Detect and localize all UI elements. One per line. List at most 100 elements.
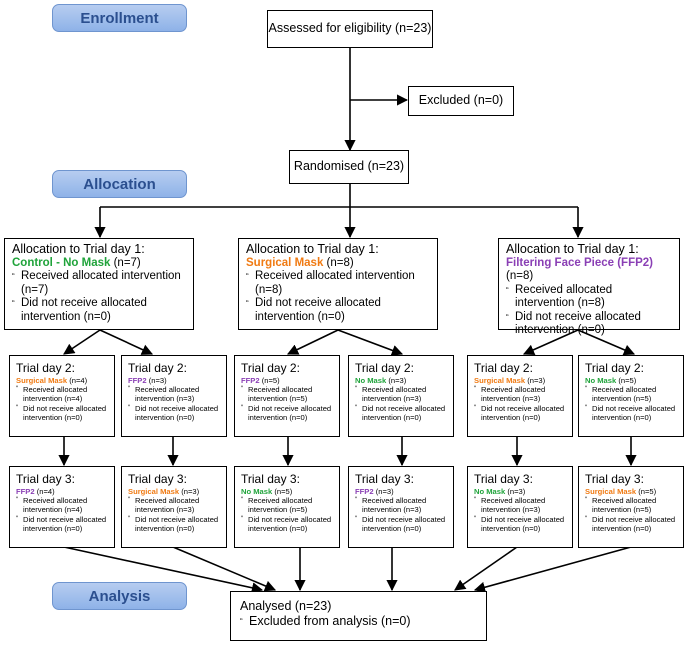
day-mask-name: Surgical Mask [585, 487, 637, 496]
bullet-icon: “ [355, 386, 357, 393]
day-not-received-cont: intervention (n=0) [481, 412, 541, 422]
day-received-cont: intervention (n=5) [248, 394, 308, 404]
trial-day-2-box: Trial day 2:FFP2 (n=5)“Received allocate… [234, 355, 340, 437]
excluded-box: Excluded (n=0) [408, 86, 514, 116]
group-not-received-cont: intervention (n=0) [515, 324, 605, 336]
bullet-icon: “ [355, 497, 357, 504]
group-received-item: “Received allocated intervention (n=8) [246, 270, 430, 297]
day-received-cont: intervention (n=3) [135, 394, 195, 404]
day-mask-line: FFP2 (n=3) [128, 376, 220, 385]
day-not-received-item: “ Did not receive allocated [585, 404, 677, 413]
bullet-icon: “ [585, 515, 587, 522]
day-title: Trial day 2: [355, 361, 414, 375]
connector-d3-analysed-1 [63, 546, 264, 594]
day-mask-name: Surgical Mask [128, 487, 180, 496]
day-not-received-cont: intervention (n=0) [135, 523, 195, 533]
day-n: (n=3) [507, 487, 526, 496]
day-mask-line: FFP2 (n=5) [241, 376, 333, 385]
bullet-icon: “ [474, 386, 476, 393]
day-n: (n=5) [618, 376, 637, 385]
day-not-received-item: “Did not receive allocated [241, 515, 333, 524]
day-received-text: Received allocated [135, 496, 200, 506]
bullet-icon: “ [585, 404, 587, 411]
day-received-text: Received allocated [592, 496, 657, 506]
day-received-cont: intervention (n=5) [592, 394, 652, 404]
bullet-icon: “ [506, 285, 509, 295]
day-title: Trial day 3: [128, 472, 187, 486]
group-not-received-text: Did not receive allocated [21, 297, 147, 309]
day-mask-line: Surgical Mask (n=3) [128, 487, 220, 496]
day-not-received-text: Did not receive allocated [135, 514, 219, 524]
day-not-received-text: Did not receive allocated [592, 403, 676, 413]
day-received-cont: intervention (n=4) [23, 394, 83, 404]
day-mask-line: Surgical Mask (n=5) [585, 487, 677, 496]
bullet-icon: “ [128, 386, 130, 393]
day-received-text: Received allocated [248, 385, 313, 395]
group-title: Allocation to Trial day 1: [246, 242, 379, 256]
day-received-item: “Received allocated [585, 496, 677, 505]
assessed-box: Assessed for eligibility (n=23) [267, 10, 433, 48]
bullet-icon: “ [128, 404, 130, 411]
day-n: (n=3) [148, 376, 167, 385]
day-mask-line: FFP2 (n=4) [16, 487, 108, 496]
trial-day-3-box: Trial day 3:Surgical Mask (n=3)“Received… [121, 466, 227, 548]
day-received-text: Received allocated [481, 385, 546, 395]
stage-allocation: Allocation [52, 170, 187, 198]
day-not-received-text: Did not receive allocated [362, 514, 446, 524]
group-received-text: Received allocated intervention (n=7) [21, 270, 181, 296]
day-received-text: Received allocated [592, 385, 657, 395]
day-not-received-cont: intervention (n=0) [362, 523, 422, 533]
group-received-item: “ Received allocated intervention (n=8) [506, 284, 672, 311]
day-title: Trial day 2: [16, 361, 75, 375]
day-mask-name: FFP2 [16, 487, 35, 496]
day-received-cont: intervention (n=4) [23, 505, 83, 515]
group-n: (n=7) [113, 256, 141, 269]
group-title: Allocation to Trial day 1: [506, 242, 639, 256]
group-received-text: Received allocated intervention (n=8) [515, 283, 613, 310]
day-not-received-item: “ Did not receive allocated [474, 515, 566, 524]
trial-day-3-box: Trial day 3:No Mask (n=5)“Received alloc… [234, 466, 340, 548]
day-not-received-item: “Did not receive allocated [355, 515, 447, 524]
day-not-received-text: Did not receive allocated [362, 403, 446, 413]
bullet-icon: “ [241, 386, 243, 393]
day-received-item: “ Received allocated [241, 385, 333, 394]
day-received-item: “Received allocated [474, 496, 566, 505]
trial-day-3-box: Trial day 3:Surgical Mask (n=5)“Received… [578, 466, 684, 548]
day-mask-line: FFP2 (n=3) [355, 487, 447, 496]
day-n: (n=3) [181, 487, 200, 496]
connector-d3-analysed-2 [172, 546, 277, 592]
day-not-received-text: Did not receive allocated [481, 514, 565, 524]
day-not-received-item: “ Did not receive allocated [128, 404, 220, 413]
group-not-received-item: “Did not receive allocated [246, 297, 430, 311]
trial-day-3-box: Trial day 3:FFP2 (n=4)“Received allocate… [9, 466, 115, 548]
day-received-cont: intervention (n=3) [481, 505, 541, 515]
connector-g1-d2a [63, 329, 101, 355]
day-not-received-text: Did not receive allocated [248, 403, 332, 413]
assessed-text: Assessed for eligibility (n=23) [268, 21, 432, 35]
connector-d3-analysed-5 [454, 546, 518, 591]
day-n: (n=5) [274, 487, 293, 496]
day-received-item: “Received allocated [241, 496, 333, 505]
group-not-received-cont: intervention (n=0) [255, 310, 345, 323]
day-title: Trial day 3: [16, 472, 75, 486]
day-not-received-cont: intervention (n=0) [592, 412, 652, 422]
day-not-received-cont: intervention (n=0) [248, 412, 308, 422]
bullet-icon: “ [474, 515, 476, 522]
day-not-received-item: “ Did not receive allocated [585, 515, 677, 524]
group-mask-line: Control - No Mask (n=7) [12, 257, 186, 271]
trial-day-2-box: Trial day 2:FFP2 (n=3)“Received allocate… [121, 355, 227, 437]
day-not-received-text: Did not receive allocated [592, 514, 676, 524]
bullet-icon: “ [16, 386, 18, 393]
day-mask-line: No Mask (n=3) [355, 376, 447, 385]
day-mask-name: No Mask [355, 376, 387, 385]
day-received-item: “Received allocated [128, 496, 220, 505]
bullet-icon: “ [246, 299, 249, 308]
excluded-analysis-item: “ Excluded from analysis (n=0) [240, 614, 477, 629]
group-not-received-text: Did not receive allocated [515, 310, 641, 323]
day-not-received-item: “Did not receive allocated [241, 404, 333, 413]
day-not-received-text: Did not receive allocated [135, 403, 219, 413]
day-mask-name: Surgical Mask [16, 376, 68, 385]
day-not-received-text: Did not receive allocated [23, 403, 107, 413]
group-mask-name: Control - No Mask [12, 256, 111, 269]
